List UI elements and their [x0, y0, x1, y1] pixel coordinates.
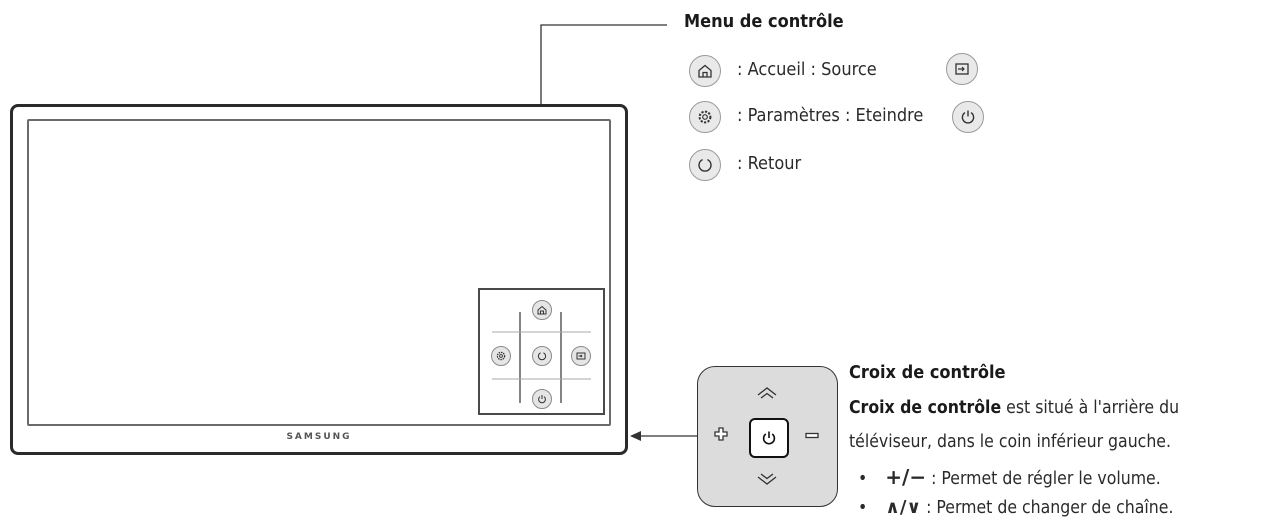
- channel-symbol: ∧/∨: [885, 497, 922, 518]
- volume-text: : Permet de régler le volume.: [926, 469, 1161, 489]
- home-icon: [689, 55, 721, 87]
- control-menu-panel: [478, 288, 605, 415]
- croix-arrow-head: [630, 431, 641, 441]
- bullet-volume: • +/− : Permet de régler le volume.: [858, 465, 1161, 489]
- channel-down-icon: [757, 473, 777, 485]
- menu-title: Menu de contrôle: [684, 11, 844, 32]
- panel-settings-icon[interactable]: [491, 346, 511, 366]
- tv-brand-logo: SAMSUNG: [286, 432, 352, 442]
- channel-up-icon: [757, 387, 777, 399]
- dpad-power-button[interactable]: [749, 418, 789, 458]
- tv-screen: [27, 119, 611, 426]
- volume-down-icon: [805, 432, 819, 439]
- power-icon: [952, 101, 984, 133]
- menu-item-settings-off: : Paramètres : Eteindre: [737, 105, 924, 126]
- croix-desc-line2: téléviseur, dans le coin inférieur gauch…: [849, 432, 1171, 452]
- bullet-dot: •: [858, 498, 868, 518]
- menu-item-home-source: : Accueil : Source: [737, 59, 877, 80]
- panel-return-icon[interactable]: [532, 346, 552, 366]
- settings-icon: [689, 101, 721, 133]
- panel-source-icon[interactable]: [571, 346, 591, 366]
- bullet-dot: •: [858, 469, 868, 489]
- croix-desc-line1: Croix de contrôle est situé à l'arrière …: [849, 398, 1179, 418]
- volume-symbol: +/−: [885, 465, 927, 489]
- panel-grid-lines: [492, 312, 591, 403]
- panel-power-icon[interactable]: [532, 389, 552, 409]
- bullet-channel: • ∧/∨ : Permet de changer de chaîne.: [858, 497, 1173, 518]
- return-icon: [689, 149, 721, 181]
- dpad-power-icon: [762, 431, 776, 445]
- croix-desc-rest: est situé à l'arrière du: [1001, 398, 1180, 418]
- menu-item-return: : Retour: [737, 153, 802, 174]
- channel-text: : Permet de changer de chaîne.: [921, 498, 1174, 518]
- control-stick: [697, 366, 838, 507]
- dpad-arrows: [714, 387, 819, 485]
- croix-desc-bold: Croix de contrôle: [849, 398, 1002, 418]
- panel-home-icon[interactable]: [532, 300, 552, 320]
- volume-up-icon: [714, 427, 728, 441]
- croix-title: Croix de contrôle: [849, 362, 1006, 383]
- source-icon: [946, 53, 978, 85]
